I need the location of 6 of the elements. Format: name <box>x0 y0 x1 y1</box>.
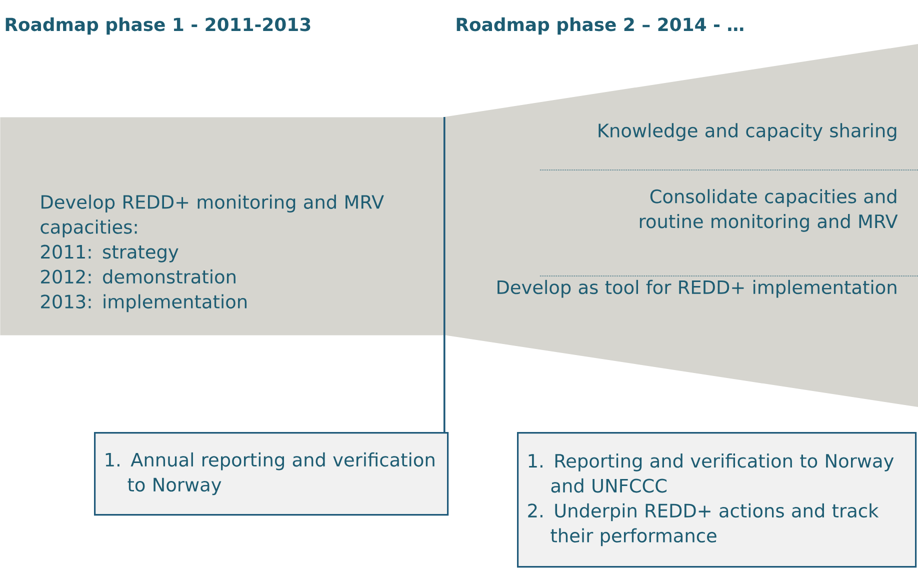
phase-funnel: Knowledge and capacity sharing Consolidate capacities and routine monitoring and MRV Develop as tool for REDD+ implementation <box>444 44 918 407</box>
outcome-box: 1. Annual reporting and verification to Norway <box>94 432 449 516</box>
connector-line <box>444 117 446 432</box>
outcome-box: 1. Reporting and verification to Norway and UNFCCC 2. Underpin REDD+ actions and track their performance <box>517 432 917 568</box>
phase-heading: Roadmap phase 1 - 2011-2013 <box>6 17 310 35</box>
phase-band: Develop REDD+ monitoring and MRV capacities: 2011: strategy 2012: demonstration 2013: implementation <box>0 117 444 336</box>
